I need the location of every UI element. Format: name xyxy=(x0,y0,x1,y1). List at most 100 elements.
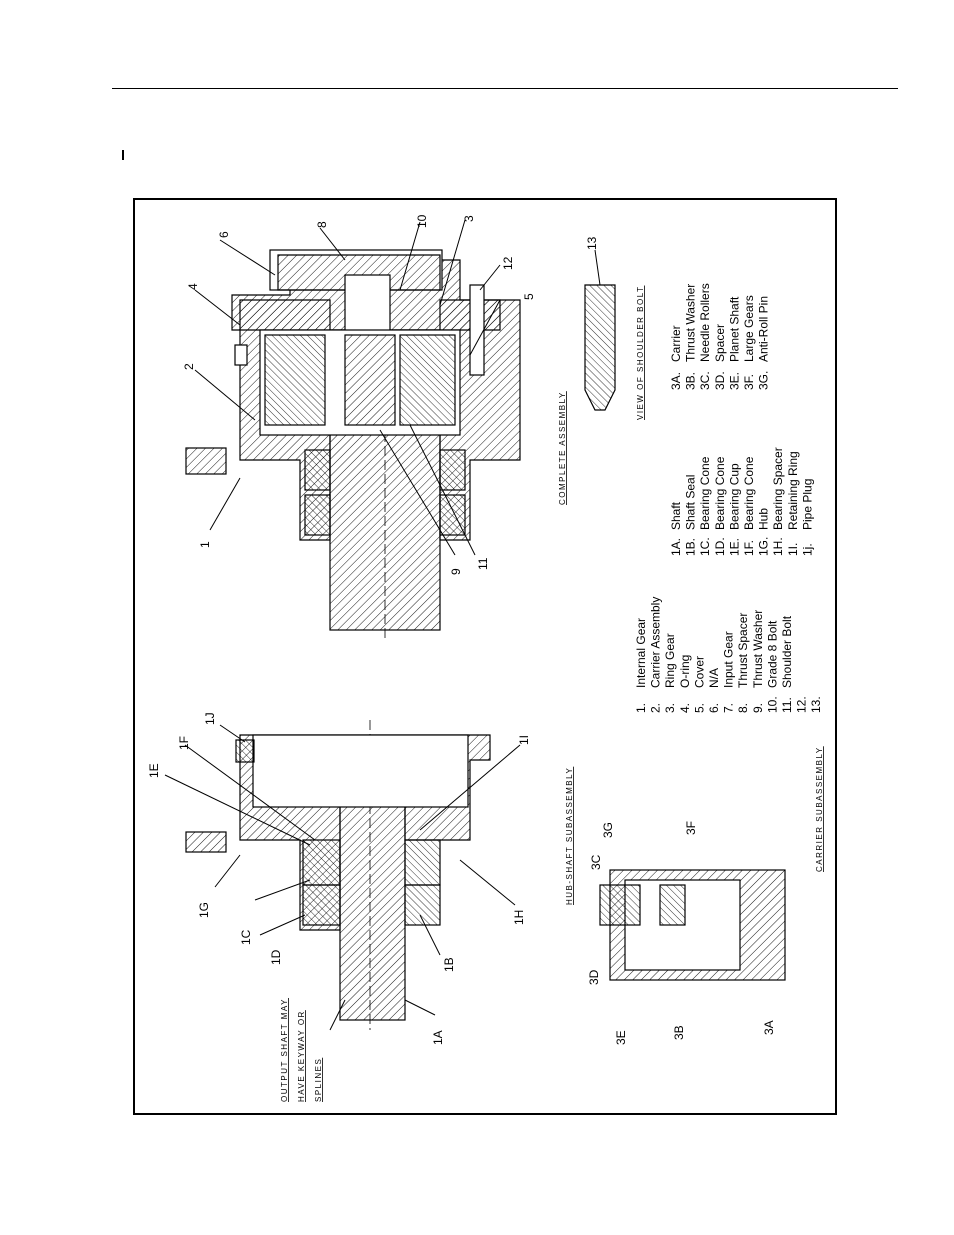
callout-3B: 3B xyxy=(672,1025,686,1040)
legend-main-num: 8. xyxy=(736,703,750,713)
caption-complete-assembly: COMPLETE ASSEMBLY xyxy=(558,391,567,505)
legend-main-name: Input Gear xyxy=(722,631,736,688)
legend-main-name: Cover xyxy=(692,656,706,688)
caption-output-note-1: OUTPUT SHAFT MAY xyxy=(280,998,289,1102)
legend-hub-name: Bearing Cone xyxy=(713,456,727,530)
callout-6: 6 xyxy=(217,231,231,238)
legend-main-num: 2. xyxy=(649,703,663,713)
legend-carrier-name: Large Gears xyxy=(742,295,756,362)
callout-labels: 1 2 3 4 5 6 8 9 10 11 12 13 1A 1B 1C 1D … xyxy=(147,214,776,1045)
legend-hub-num: 1A. xyxy=(669,538,683,556)
legend-main-name: Thrust Washer xyxy=(751,610,765,688)
legend-hub-name: Bearing Cup xyxy=(727,463,741,530)
caption-carrier: CARRIER SUBASSEMBLY xyxy=(815,746,824,872)
legend-main-num: 9. xyxy=(751,703,765,713)
legend-hub-name: Retaining Ring xyxy=(786,451,800,530)
callout-1E: 1E xyxy=(147,763,161,778)
legend-hub-name: Shaft xyxy=(669,501,683,530)
legend-hub-num: 1B. xyxy=(684,538,698,556)
legend-carrier-name: Spacer xyxy=(713,324,727,362)
callout-1I: 1I xyxy=(517,735,531,745)
header-rule xyxy=(112,88,898,89)
callout-10: 10 xyxy=(415,214,429,228)
hub-shaft-drawing xyxy=(185,720,491,1030)
legend-carrier-num: 3A. xyxy=(669,372,683,390)
callout-3G: 3G xyxy=(601,822,615,838)
caption-hub-shaft: HUB-SHAFT SUBASSEMBLY xyxy=(565,767,574,905)
callout-4: 4 xyxy=(186,283,200,290)
callout-1D: 1D xyxy=(269,949,283,965)
legend-main-name: O-ring xyxy=(678,655,692,688)
legend-carrier-name: Needle Rollers xyxy=(698,283,712,362)
callout-1H: 1H xyxy=(512,910,526,925)
legend-main-name: Carrier Assembly xyxy=(649,597,663,688)
legend-hub-num: 1H. xyxy=(771,537,785,556)
legend-carrier-num: 3F. xyxy=(742,374,756,390)
callout-3: 3 xyxy=(462,215,476,222)
legend-main-name: N/A xyxy=(707,668,721,688)
leader-lines xyxy=(164,219,601,1031)
callout-1C: 1C xyxy=(239,929,253,945)
legend-carrier-num: 3B. xyxy=(684,372,698,390)
callout-8: 8 xyxy=(315,221,329,228)
legend-carrier-name: Carrier xyxy=(669,325,683,362)
shoulder-bolt-drawing xyxy=(584,284,616,411)
legend-hub-name: Bearing Cone xyxy=(742,456,756,530)
callout-1G: 1G xyxy=(197,902,211,918)
callout-1J: 1J xyxy=(203,712,217,725)
legend-main-name: Grade 8 Bolt xyxy=(765,620,779,688)
legend-hub-num: 1D. xyxy=(713,537,727,556)
callout-5: 5 xyxy=(522,293,536,300)
callout-3C: 3C xyxy=(589,854,603,870)
legend-main-num: 6. xyxy=(707,703,721,713)
callout-1: 1 xyxy=(198,541,212,548)
callout-3F: 3F xyxy=(684,821,698,835)
complete-assembly-drawing xyxy=(185,249,521,640)
callout-9: 9 xyxy=(449,568,463,575)
callout-3A: 3A xyxy=(762,1020,776,1035)
callout-1B: 1B xyxy=(442,957,456,972)
callout-11: 11 xyxy=(476,557,490,570)
legend-hub-num: 1j. xyxy=(800,543,814,556)
legend-carrier-num: 3G. xyxy=(757,371,771,390)
callout-1A: 1A xyxy=(431,1030,445,1045)
legend-hub-num: 1I. xyxy=(786,543,800,556)
legend-carrier-name: Planet Shaft xyxy=(727,296,741,362)
callout-3E: 3E xyxy=(614,1030,628,1045)
legend-main-num: 4. xyxy=(678,703,692,713)
legend-hub-num: 1E. xyxy=(727,538,741,556)
callout-1F: 1F xyxy=(177,736,191,750)
legend-main-name: Internal Gear xyxy=(634,618,648,688)
legend-hub-num: 1F. xyxy=(742,540,756,556)
caption-output-note-2: HAVE KEYWAY OR xyxy=(297,1010,306,1102)
legend-main-num: 7. xyxy=(722,703,736,713)
legend-main-num: 5. xyxy=(692,703,706,713)
legend-carrier-name: Anti-Roll Pin xyxy=(757,296,771,362)
legend-hub-name: Pipe Plug xyxy=(800,479,814,530)
legend-hub-name: Hub xyxy=(757,508,771,530)
legend-main-name: Ring Gear xyxy=(663,633,677,688)
legend-hub-name: Bearing Cone xyxy=(698,456,712,530)
legend-hub-num: 1G. xyxy=(757,537,771,556)
legend-carrier-num: 3D. xyxy=(713,371,727,390)
figure-frame xyxy=(133,198,837,1115)
legend-main-num: 10. xyxy=(765,696,779,713)
legend-main-name: Thrust Spacer xyxy=(736,613,750,688)
callout-12: 12 xyxy=(501,256,515,270)
callout-3D: 3D xyxy=(587,969,601,985)
legend-main-num: 1. xyxy=(634,703,648,713)
legend-main-name: Shoulder Bolt xyxy=(780,615,794,688)
legend-carrier-num: 3C. xyxy=(698,371,712,390)
caption-shoulder-bolt: VIEW OF SHOULDER BOLT xyxy=(636,286,645,420)
legend-main-num: 11. xyxy=(780,697,794,713)
legend-hub-name: Bearing Spacer xyxy=(771,447,785,530)
legend-carrier-num: 3E. xyxy=(727,372,741,390)
callout-2: 2 xyxy=(182,363,196,370)
callout-13: 13 xyxy=(585,236,599,250)
legend-hub-num: 1C. xyxy=(698,537,712,556)
carrier-drawing xyxy=(599,869,786,981)
legend-carrier-name: Thrust Washer xyxy=(684,284,698,362)
